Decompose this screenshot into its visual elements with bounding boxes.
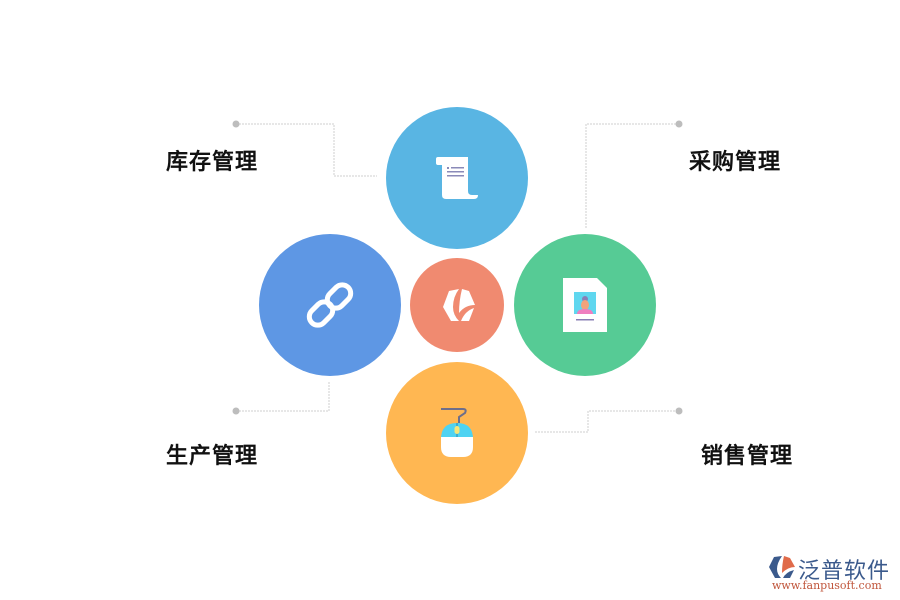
connector-inventory — [236, 123, 377, 177]
label-inventory: 库存管理 — [166, 150, 259, 175]
inventory-circle[interactable] — [386, 107, 528, 249]
connector-dot-inventory — [232, 120, 240, 128]
mouse-icon — [441, 408, 473, 457]
connector-dot-production — [232, 407, 240, 415]
connector-dot-purchase — [675, 120, 683, 128]
profile-card-icon — [563, 278, 607, 332]
fanpu-logo-icon — [769, 556, 795, 578]
label-sales: 销售管理 — [701, 444, 794, 469]
sales-circle[interactable] — [386, 362, 528, 504]
production-circle[interactable] — [259, 234, 401, 376]
connector-dot-sales — [675, 407, 683, 415]
fanpu-hexagon-logo-icon — [443, 289, 475, 321]
fanpu-watermark[interactable]: 泛普软件 www.fanpusoft.com — [768, 553, 898, 593]
brand-url[interactable]: www.fanpusoft.com — [772, 579, 882, 592]
chain-link-icon — [306, 282, 354, 328]
label-production: 生产管理 — [166, 444, 259, 469]
connector-sales — [535, 410, 679, 433]
brand-name: 泛普软件 — [798, 559, 891, 584]
connector-purchase — [585, 123, 679, 228]
scroll-document-icon — [436, 157, 478, 199]
connector-production — [236, 382, 330, 412]
hub-logo-circle[interactable] — [410, 258, 504, 352]
label-purchase: 采购管理 — [689, 150, 782, 175]
purchase-circle[interactable] — [514, 234, 656, 376]
